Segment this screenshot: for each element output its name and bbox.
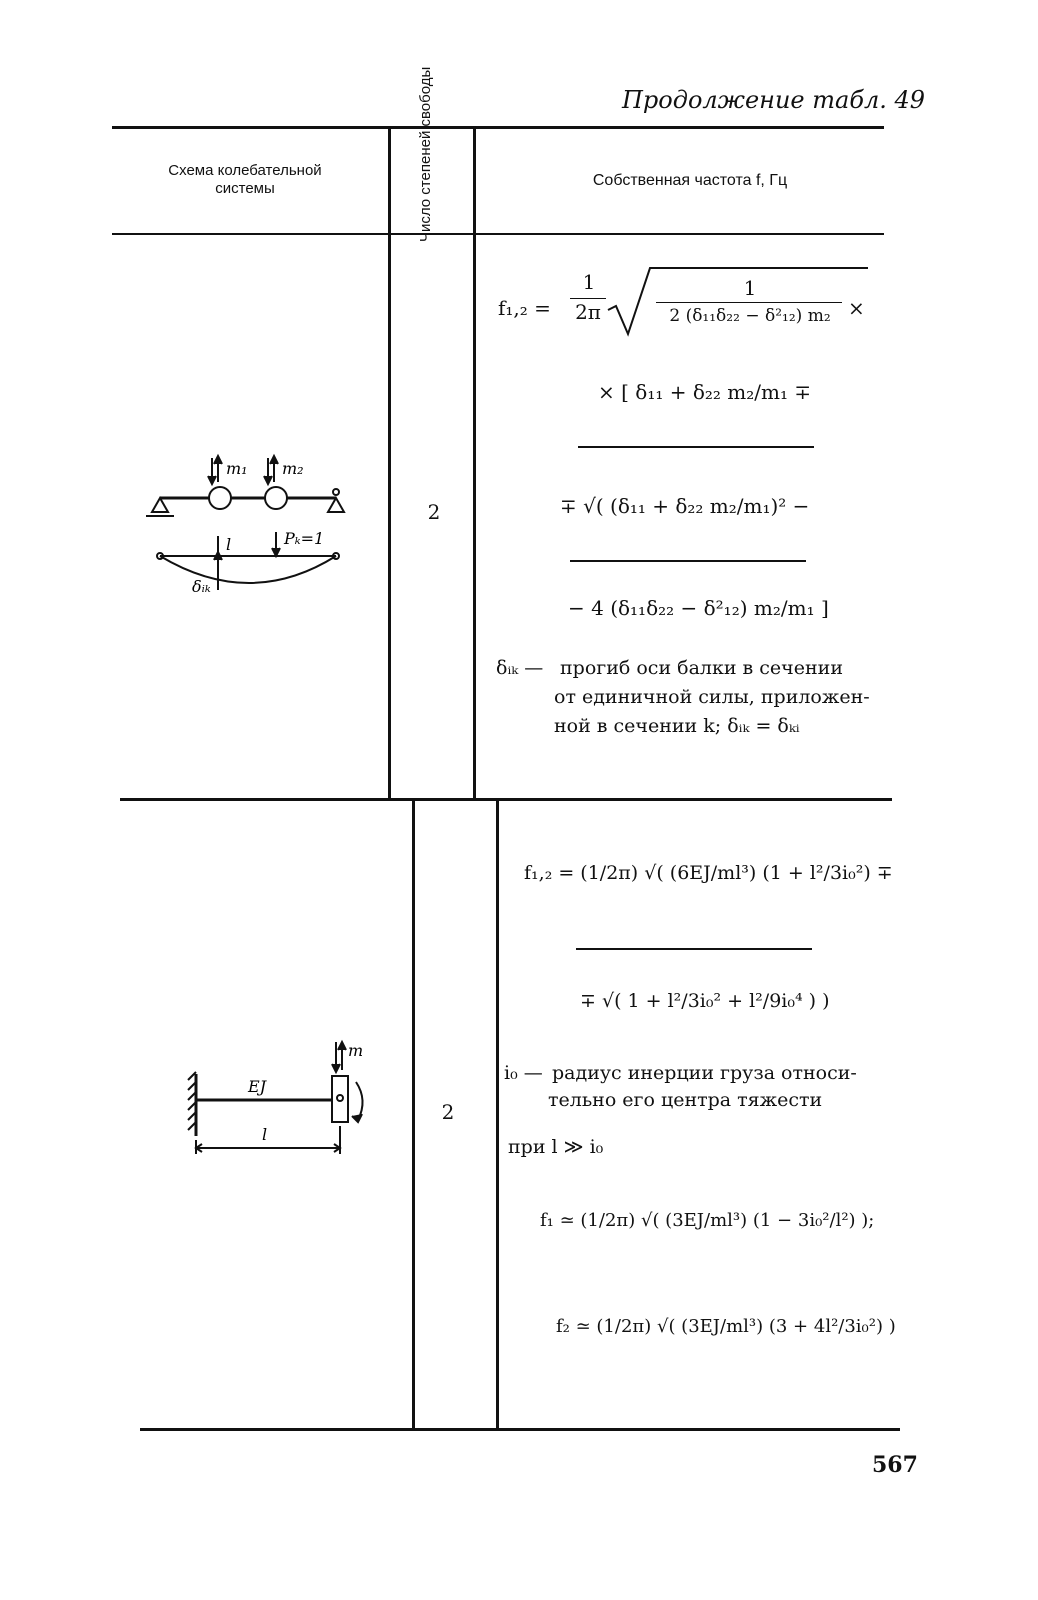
row1-root-den: 2 (δ₁₁δ₂₂ − δ²₁₂) m₂ [669,306,831,326]
row1-note-line1: прогиб оси балки в сечении [560,657,843,679]
label-pk: Pₖ=1 [283,529,324,548]
table-top-rule [112,126,884,129]
column-divider-2-row2 [496,800,499,1428]
row1-frac-num: 1 [582,270,596,294]
row1-note-line3: ной в сечении k; δᵢₖ = δₖᵢ [554,715,800,737]
row1-note-symbol: δᵢₖ — [496,657,544,679]
column-divider-1 [388,126,391,798]
table-continuation-caption: Продолжение табл. 49 [622,86,926,114]
row1-root-num: 1 [743,276,757,300]
row1-frac-bar [570,298,606,299]
row1-times: × [848,296,865,320]
label-delta-ik: δᵢₖ [192,577,211,596]
row2-dof: 2 [441,1100,455,1124]
row1-formula-line2: × [ δ₁₁ + δ₂₂ m₂/m₁ ∓ [598,380,812,404]
header-natural-frequency: Собственная частота f, Гц [592,172,788,189]
row2-f1: f₁ ≃ (1/2π) √( (3EJ/ml³) (1 − 3i₀²/l²) )… [540,1210,875,1231]
row1-formula-lhs: f₁,₂ = [498,296,551,320]
row1-beam-scheme: m₁ m₂ l Pₖ=1 δᵢₖ [146,453,346,596]
label-m2: m₂ [282,459,304,478]
header-bottom-rule [112,233,884,235]
row2-formula1: f₁,₂ = (1/2π) √( (6EJ/ml³) (1 + l²/3i₀²)… [524,862,893,884]
row2-formula1b-bar [576,948,812,950]
row2-cantilever-scheme: EJ l m [187,1039,364,1154]
label-l: l [262,1125,267,1144]
row1-line3-bar [578,446,814,448]
row1-formula-line3: ∓ √( (δ₁₁ + δ₂₂ m₂/m₁)² − [560,494,810,518]
row1-dof: 2 [427,500,441,524]
label-m1: m₁ [226,459,248,478]
row1-frac-den: 2π [575,300,601,324]
header-degrees-of-freedom: Число степеней свободы [417,66,434,242]
column-divider-2 [473,126,476,798]
label-m: m [348,1041,363,1060]
row2-condition: при l ≫ i₀ [508,1136,604,1158]
row2-note-line2: тельно его центра тяжести [548,1089,823,1111]
row1-line4-bar [570,560,806,562]
header-scheme: Схема колебательной системы [168,162,322,197]
page-number: 567 [872,1452,918,1478]
row1-note-line2: от единичной силы, приложен- [554,686,870,708]
row-divider-rule [120,798,892,801]
label-i: l [226,535,231,554]
row1-formula-line4: − 4 (δ₁₁δ₂₂ − δ²₁₂) m₂/m₁ ] [568,596,829,620]
column-divider-1-row2 [412,800,415,1428]
table-bottom-rule [140,1428,900,1431]
row1-sqrt-sign [607,267,868,337]
row2-note-symbol: i₀ — [504,1062,543,1084]
row2-formula1b: ∓ √( 1 + l²/3i₀² + l²/9i₀⁴ ) ) [580,990,830,1012]
row2-f2: f₂ ≃ (1/2π) √( (3EJ/ml³) (3 + 4l²/3i₀²) … [556,1316,896,1337]
row1-root-bar [656,302,842,303]
row2-note-line1: радиус инерции груза относи- [552,1062,857,1084]
label-ej: EJ [247,1077,268,1096]
